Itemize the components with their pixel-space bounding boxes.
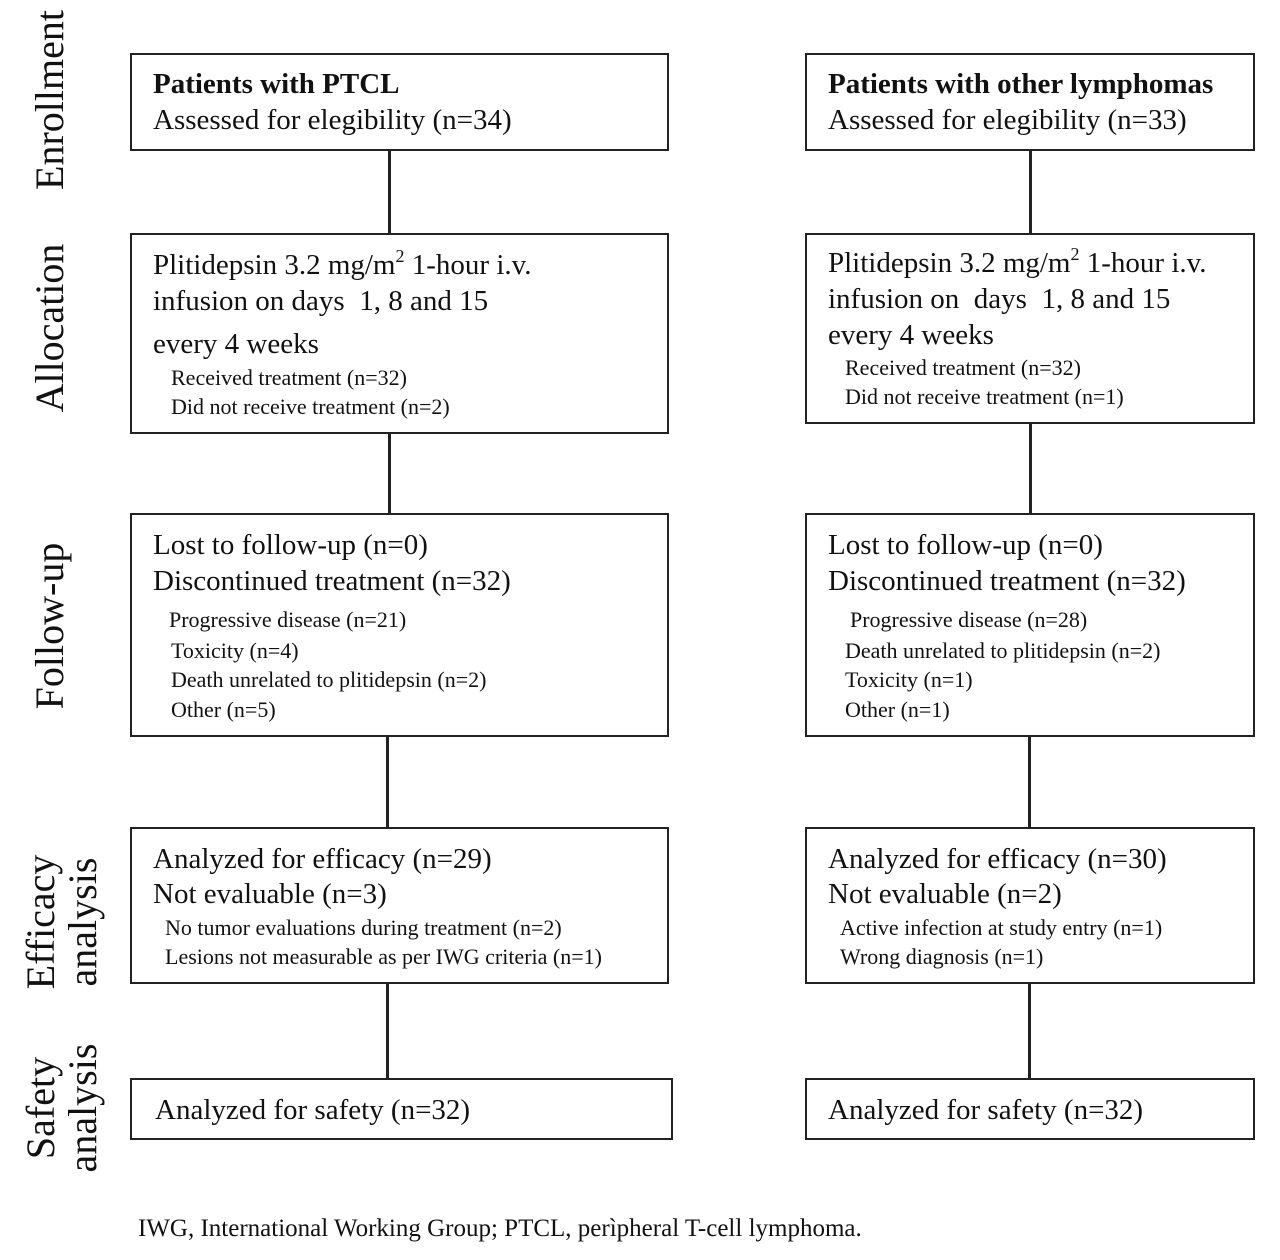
right-followup-reason: Progressive disease (n=28) [850, 607, 1088, 632]
left-enrollment-box [130, 53, 669, 151]
right-efficacy-box [805, 827, 1255, 984]
stage-label-enrollment: Enrollment [27, 10, 72, 190]
footnote: IWG, International Working Group; PTCL, … [138, 1215, 862, 1242]
left-allocation-regimen-line2: infusion on days 1, 8 and 15 [153, 285, 489, 317]
left-allocation-box [130, 233, 669, 434]
right-allocation-regimen-sup: 2 [1070, 244, 1080, 264]
left-enrollment-title: Patients with PTCL [153, 68, 400, 100]
left-followup-reason: Other (n=5) [171, 697, 276, 722]
right-followup-discontinued: Discontinued treatment (n=32) [828, 565, 1186, 597]
left-followup-box [130, 513, 669, 737]
right-connector-1 [1029, 151, 1032, 234]
stage-label-efficacy-line2: analysis [60, 857, 105, 987]
right-allocation-regimen-post: 1-hour i.v. [1079, 247, 1207, 279]
left-connector-2 [388, 434, 391, 514]
left-connector-3 [386, 737, 389, 828]
right-enrollment-assessed: Assessed for elegibility (n=33) [828, 104, 1187, 136]
left-allocation-regimen-line3: every 4 weeks [153, 328, 319, 360]
right-allocation-regimen-line1: Plitidepsin 3.2 mg/m2 1-hour i.v. [828, 245, 1207, 279]
left-allocation-received: Received treatment (n=32) [171, 365, 407, 390]
right-allocation-received: Received treatment (n=32) [845, 355, 1081, 380]
right-connector-4 [1028, 984, 1031, 1079]
left-followup-lost: Lost to follow-up (n=0) [153, 529, 428, 561]
left-allocation-not-received: Did not receive treatment (n=2) [171, 394, 450, 419]
stage-label-safety-line1: Safety [18, 1056, 63, 1160]
right-followup-reason: Toxicity (n=1) [845, 667, 973, 692]
stage-label-followup: Follow-up [27, 542, 72, 710]
left-safety-analyzed: Analyzed for safety (n=32) [155, 1094, 471, 1126]
stage-label-efficacy: Efficacy analysis [18, 854, 105, 990]
left-followup-reason: Progressive disease (n=21) [169, 607, 407, 632]
left-connector-1 [388, 151, 391, 234]
right-efficacy-reason: Wrong diagnosis (n=1) [840, 944, 1044, 969]
right-allocation-regimen-line3: every 4 weeks [828, 319, 994, 351]
right-enrollment-box [805, 53, 1255, 151]
left-safety-box [130, 1078, 673, 1140]
right-safety-analyzed: Analyzed for safety (n=32) [828, 1094, 1144, 1126]
left-efficacy-analyzed: Analyzed for efficacy (n=29) [153, 843, 492, 875]
right-allocation-not-received: Did not receive treatment (n=1) [845, 384, 1124, 409]
left-allocation-regimen-sup: 2 [395, 246, 405, 266]
stage-label-safety: Safety analysis [18, 1043, 105, 1173]
right-followup-box [805, 513, 1255, 737]
left-enrollment-assessed: Assessed for elegibility (n=34) [153, 104, 512, 136]
left-allocation-regimen-post: 1-hour i.v. [404, 249, 532, 281]
right-allocation-box [805, 233, 1255, 424]
right-enrollment-title: Patients with other lymphomas [828, 68, 1214, 100]
right-allocation-regimen-line2: infusion on days 1, 8 and 15 [828, 283, 1171, 315]
stage-label-safety-line2: analysis [60, 1043, 105, 1173]
right-allocation-regimen-pre: Plitidepsin 3.2 mg/m [828, 247, 1071, 279]
right-efficacy-reason: Active infection at study entry (n=1) [840, 915, 1163, 940]
right-followup-reason: Death unrelated to plitidepsin (n=2) [845, 638, 1161, 663]
right-safety-box [805, 1078, 1255, 1140]
left-efficacy-reason: Lesions not measurable as per IWG criter… [165, 944, 602, 969]
stage-label-efficacy-line1: Efficacy [18, 854, 63, 990]
right-connector-3 [1028, 737, 1031, 828]
right-followup-reason: Other (n=1) [845, 697, 950, 722]
right-efficacy-analyzed: Analyzed for efficacy (n=30) [828, 843, 1167, 875]
left-followup-discontinued: Discontinued treatment (n=32) [153, 565, 511, 597]
left-connector-4 [386, 984, 389, 1079]
stage-label-allocation: Allocation [27, 243, 72, 413]
left-efficacy-reason: No tumor evaluations during treatment (n… [165, 915, 562, 940]
left-efficacy-not-evaluable: Not evaluable (n=3) [153, 878, 387, 910]
left-followup-reason: Death unrelated to plitidepsin (n=2) [171, 667, 487, 692]
left-allocation-regimen-pre: Plitidepsin 3.2 mg/m [153, 249, 396, 281]
right-followup-lost: Lost to follow-up (n=0) [828, 529, 1103, 561]
right-connector-2 [1029, 424, 1032, 514]
right-efficacy-not-evaluable: Not evaluable (n=2) [828, 878, 1062, 910]
left-efficacy-box [130, 827, 669, 984]
left-allocation-regimen-line1: Plitidepsin 3.2 mg/m2 1-hour i.v. [153, 247, 532, 281]
left-followup-reason: Toxicity (n=4) [171, 638, 299, 663]
